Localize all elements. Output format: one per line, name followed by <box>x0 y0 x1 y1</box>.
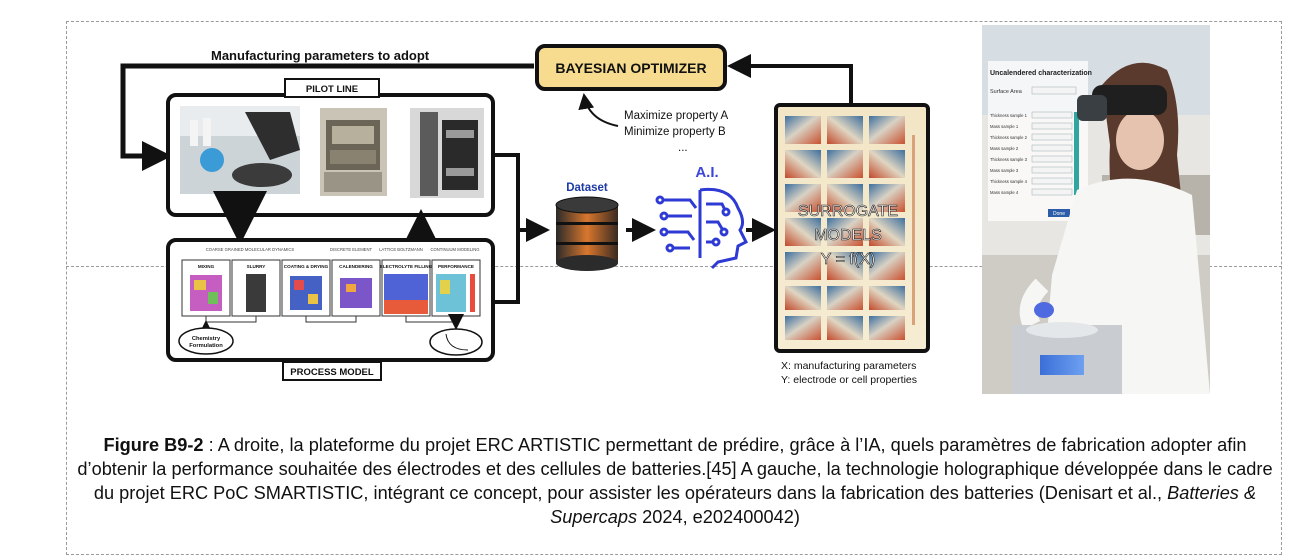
lab-balance <box>1012 322 1122 394</box>
field-label-3: Thickness sample 2 <box>990 135 1028 140</box>
bayesian-optimizer-label: BAYESIAN OPTIMIZER <box>555 60 706 76</box>
objective-more: ... <box>678 142 688 154</box>
field-label-8: Mass sample 4 <box>990 190 1019 195</box>
caption-text-1: : A droite, la plateforme du projet ERC … <box>77 435 1273 503</box>
process-step-panels <box>181 259 481 317</box>
hologram-title: Uncalendered characterization <box>990 70 1092 77</box>
database-icon <box>555 196 619 271</box>
hologram-surface-label: Surface Area <box>990 89 1023 95</box>
performance-curve <box>445 333 469 351</box>
figure-caption: Figure B9-2 : A droite, la plateforme du… <box>70 433 1280 529</box>
process-scale-4: CONTINUUM MODELING <box>430 247 479 252</box>
pilot-line-label: PILOT LINE <box>306 84 358 95</box>
field-label-5: Thickness sample 3 <box>990 157 1028 162</box>
hologram-lab-photo: Uncalendered characterization Surface Ar… <box>982 25 1210 394</box>
ai-label: A.I. <box>695 164 718 181</box>
field-label-7: Thickness sample 4 <box>990 179 1028 184</box>
process-step-2: SLURRY <box>247 264 266 269</box>
process-step-5: ELECTROLYTE FILLING <box>380 264 433 269</box>
process-step-6: PERFORMANCE <box>438 264 474 269</box>
field-label-1: Thickness sample 1 <box>990 113 1028 118</box>
caption-journal: Batteries & Supercaps <box>550 483 1257 527</box>
pilot-photo-2 <box>320 108 387 196</box>
ai-brain-icon <box>655 187 749 270</box>
chemistry-label-2: Formulation <box>189 343 223 349</box>
objective-2: Minimize property B <box>624 126 726 138</box>
objective-1: Maximize property A <box>624 110 729 122</box>
surrogate-to-optimizer-arrow <box>727 54 853 104</box>
pilot-to-dataset-connector <box>493 153 520 304</box>
legend-y: Y: electrode or cell properties <box>781 374 917 386</box>
feedback-arrow <box>120 63 534 171</box>
process-step-3: COATING & DRYING <box>284 264 329 269</box>
process-step-1: MIXING <box>198 264 215 269</box>
process-scale-3: LATTICE BOLTZMANN <box>379 247 423 252</box>
surrogate-label-3: Y = f(X) <box>821 251 875 268</box>
process-model-tag <box>282 361 382 381</box>
legend-x: X: manufacturing parameters <box>781 360 916 372</box>
pilot-line-tag <box>284 78 380 98</box>
caption-text-2: 2024, e202400042) <box>637 507 800 527</box>
pilot-photo-3 <box>410 108 484 198</box>
dataset-label: Dataset <box>566 182 608 194</box>
chemistry-oval <box>178 327 234 355</box>
hologram-done-button <box>1048 209 1070 217</box>
performance-oval <box>429 328 483 356</box>
objective-curve-arrow <box>578 93 619 127</box>
surrogate-label-2: MODELS <box>814 227 882 244</box>
figure-number: Figure B9-2 <box>103 435 204 455</box>
field-label-4: Mass sample 2 <box>990 146 1019 151</box>
pilot-photo-1 <box>180 106 300 194</box>
surrogate-heatmaps <box>785 116 915 340</box>
figure-frame <box>66 21 1282 555</box>
surrogate-label-1: SURROGATE <box>798 203 898 220</box>
chemistry-label-1: Chemistry <box>192 336 221 342</box>
process-scale-2: DISCRETE ELEMENT <box>330 247 373 252</box>
process-step-4: CALENDERING <box>339 264 373 269</box>
manufacturing-label: Manufacturing parameters to adopt <box>211 48 430 63</box>
field-label-2: Mass sample 1 <box>990 124 1019 129</box>
hologram-panel: Uncalendered characterization Surface Ar… <box>988 61 1092 221</box>
field-label-6: Mass sample 3 <box>990 168 1019 173</box>
guide-line <box>66 266 1282 267</box>
process-scale-1: COARSE GRAINED MOLECULAR DYNAMICS <box>206 247 295 252</box>
process-model-label: PROCESS MODEL <box>290 367 374 378</box>
hologram-done-label: Done <box>1053 211 1065 217</box>
bayesian-optimizer-box <box>535 44 727 91</box>
